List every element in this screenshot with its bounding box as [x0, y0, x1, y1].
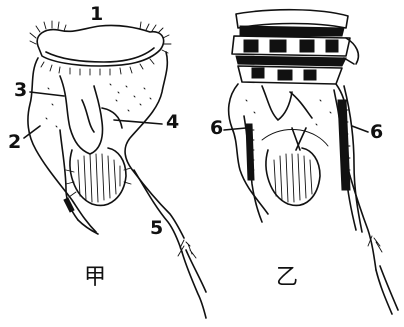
striated-organ	[66, 148, 131, 205]
label-3: 3	[14, 79, 27, 101]
leader-6-left	[224, 128, 246, 130]
specimen-left	[28, 21, 206, 318]
foot-left	[134, 170, 206, 318]
label-6-left: 6	[210, 117, 223, 139]
caption-left: 甲	[84, 265, 106, 290]
striated-organ-right	[262, 128, 328, 205]
specimen-right	[229, 10, 398, 314]
leader-3	[30, 92, 64, 96]
leader-2	[24, 126, 40, 138]
head-cap	[232, 10, 358, 84]
body-trunk	[28, 52, 184, 238]
label-2: 2	[8, 131, 21, 153]
corona-disc	[30, 21, 171, 75]
label-6-right: 6	[370, 121, 383, 143]
appendage-6-left	[244, 116, 262, 222]
caption-right: 乙	[276, 265, 298, 290]
appendage-6-right	[334, 86, 362, 232]
label-1: 1	[90, 3, 103, 25]
label-4: 4	[166, 111, 179, 133]
leader-6-right	[352, 126, 368, 132]
label-5: 5	[150, 217, 163, 239]
foot-right	[350, 176, 398, 314]
